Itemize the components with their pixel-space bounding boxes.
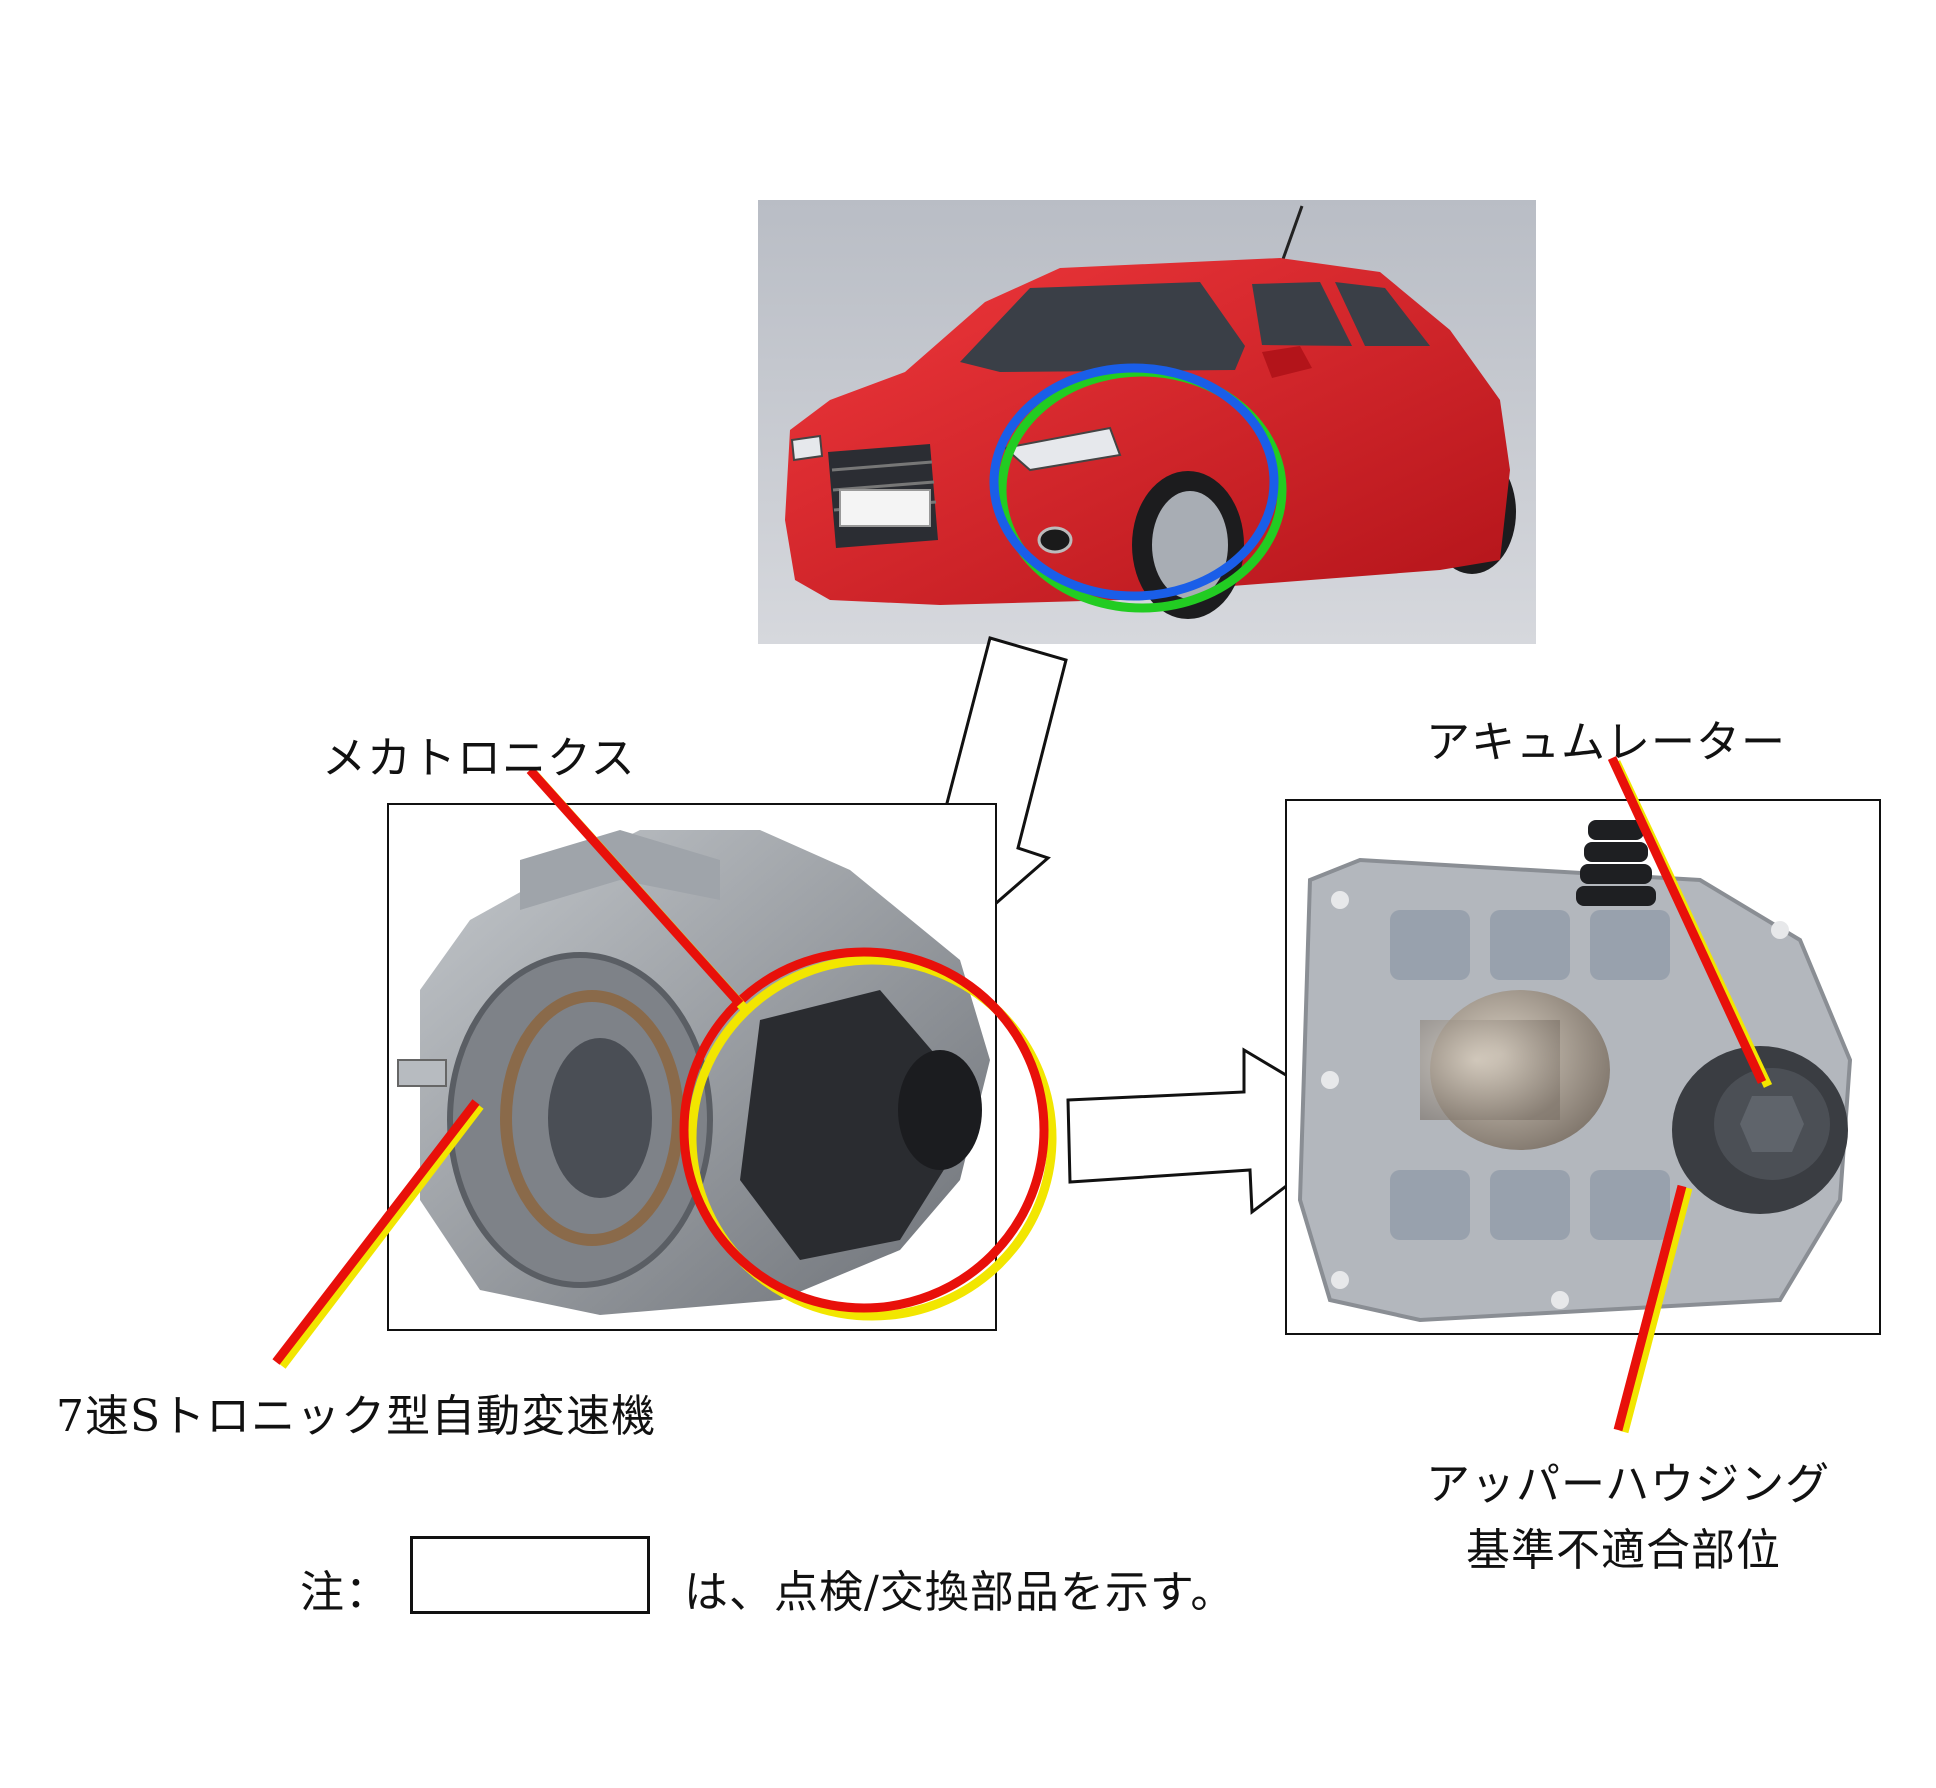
- note-text: は、点検/交換部品を示す。: [684, 1567, 1236, 1618]
- note-legend-box: [410, 1536, 650, 1614]
- upper-housing-label: アッパーハウジング: [1426, 1459, 1831, 1510]
- nonconforming-part-label: 基準不適合部位: [1466, 1525, 1781, 1576]
- valve-body-photo: [1297, 820, 1853, 1323]
- transmission-label: 7速Sトロニック型自動変速機: [56, 1391, 657, 1442]
- mechatronics-label: メカトロニクス: [322, 733, 636, 784]
- car-photo: [758, 200, 1536, 644]
- accumulator-label: アキュムレーター: [1426, 717, 1786, 768]
- note-prefix: 注：: [300, 1567, 390, 1618]
